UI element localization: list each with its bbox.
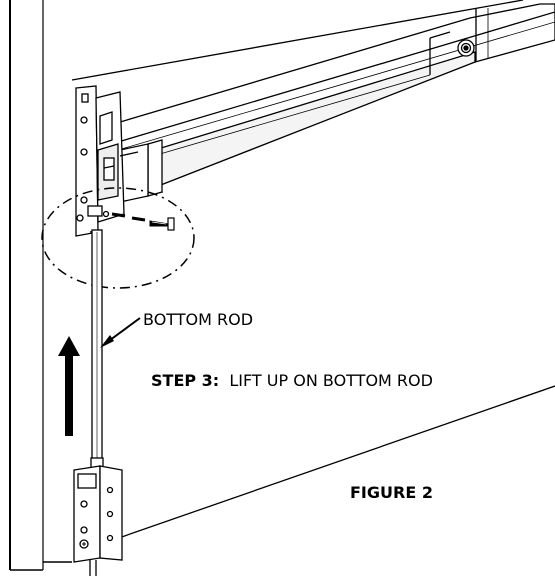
push-bar bbox=[99, 3, 555, 203]
figure-caption: FIGURE 2 bbox=[350, 483, 433, 502]
bottom-rod bbox=[90, 229, 104, 471]
bottom-latch-bracket bbox=[73, 465, 123, 576]
bottom-rod-leader bbox=[100, 317, 141, 348]
step-instruction: STEP 3: LIFT UP ON BOTTOM ROD bbox=[151, 372, 433, 390]
lift-up-arrow bbox=[58, 336, 80, 436]
step-text: LIFT UP ON BOTTOM ROD bbox=[229, 371, 433, 390]
bottom-rod-label: BOTTOM ROD bbox=[143, 310, 254, 329]
door-panel bbox=[71, 0, 555, 549]
mounting-screw bbox=[111, 212, 175, 231]
door-jamb bbox=[9, 0, 72, 571]
step-number: STEP 3: bbox=[151, 371, 220, 390]
top-latch-bracket bbox=[75, 85, 139, 237]
detail-callout-circle bbox=[41, 187, 195, 289]
